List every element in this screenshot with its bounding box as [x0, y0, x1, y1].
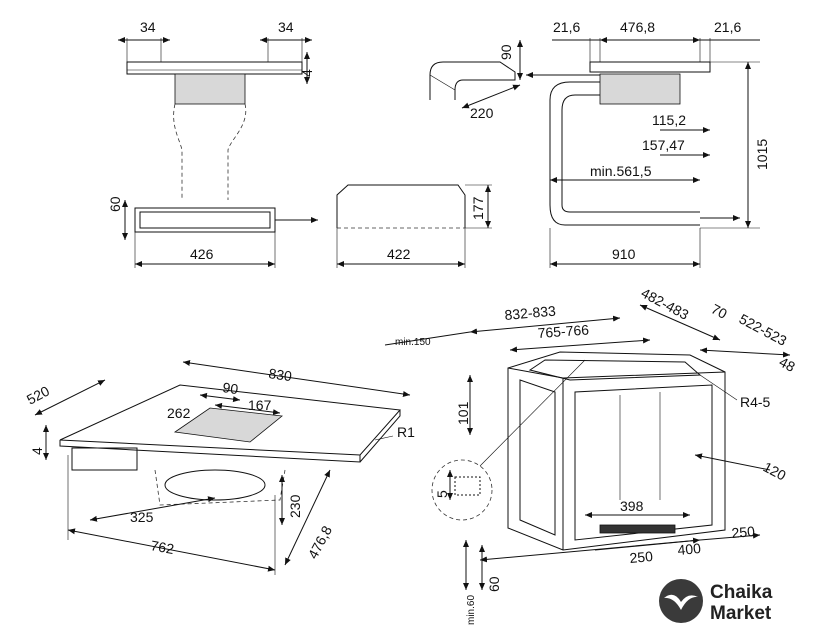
bottom-right-view: min.150 min.150 832-833 765-766 482-483 …	[384, 285, 798, 625]
motor-fan	[164, 469, 266, 501]
dim-522-523: 522-523	[737, 311, 790, 349]
dim-120: 120	[761, 459, 789, 484]
top-middle-view: 90 220 177 422	[336, 40, 600, 268]
cabinet-outline	[507, 351, 726, 551]
radius-r1: R1	[397, 424, 415, 440]
logo-line2: Market	[710, 603, 772, 624]
motor-unit	[174, 73, 246, 105]
elbow-duct	[429, 61, 516, 100]
top-right-view: 21,6 476,8 21,6 1015 115,2 157,47 min.56…	[549, 19, 770, 268]
dim-520: 520	[24, 382, 52, 407]
motor-housing	[336, 184, 466, 228]
dim-250-left: 250	[629, 548, 654, 566]
dim-60-bottom: 60	[486, 576, 502, 592]
dim-min-561-5: min.561,5	[590, 163, 652, 179]
hob-slab-right	[589, 61, 711, 73]
dim-832-833: 832-833	[504, 303, 557, 323]
plinth-grille	[599, 524, 676, 534]
dim-250-right: 250	[731, 523, 756, 541]
dim-177: 177	[470, 196, 486, 220]
dim-21-6-right: 21,6	[714, 19, 741, 35]
dim-90-vent: 90	[222, 379, 240, 397]
detail-section	[454, 476, 481, 496]
chaika-market-logo: Chaika Market	[659, 579, 773, 624]
detail-circle	[431, 459, 493, 521]
dim-115-2: 115,2	[652, 112, 686, 128]
logo-line1: Chaika	[710, 582, 773, 603]
dim-220: 220	[470, 105, 494, 121]
dim-34-right: 34	[278, 19, 294, 35]
dim-398: 398	[620, 498, 644, 514]
dim-762: 762	[149, 537, 175, 557]
dim-230: 230	[287, 494, 303, 518]
dim-90-elbow: 90	[498, 44, 514, 60]
motor-unit-right	[599, 73, 681, 105]
bottom-left-view: 520 830 90 262 167 R1 4 230 325 762 476,…	[24, 360, 415, 575]
dim-min-150: min.150	[395, 337, 431, 348]
dim-422: 422	[387, 246, 411, 262]
dim-4-left: 4	[29, 447, 45, 455]
dim-476-8-bottom: 476,8	[305, 523, 336, 562]
dim-325: 325	[130, 509, 154, 525]
dim-48: 48	[777, 354, 798, 376]
dim-5: 5	[434, 490, 450, 498]
dim-min-60: min.60	[466, 595, 477, 625]
dim-157-47: 157,47	[642, 137, 685, 153]
hob-slab	[126, 61, 303, 75]
dim-60: 60	[107, 196, 123, 212]
cutout-opening	[528, 359, 702, 381]
dim-910: 910	[612, 246, 636, 262]
duct-path	[549, 81, 700, 226]
logo-gull-icon	[659, 579, 703, 623]
dim-262: 262	[167, 405, 191, 421]
dim-4: 4	[299, 69, 315, 77]
dim-476-8: 476,8	[620, 19, 655, 35]
dim-400: 400	[677, 540, 702, 558]
dim-167: 167	[248, 397, 272, 413]
dim-101: 101	[455, 401, 471, 425]
dim-830: 830	[268, 365, 294, 384]
dim-21-6-left: 21,6	[553, 19, 580, 35]
dim-765-766: 765-766	[537, 321, 590, 341]
dim-426: 426	[190, 246, 214, 262]
dim-70: 70	[709, 301, 730, 323]
dim-1015: 1015	[754, 139, 770, 170]
vent-grille	[173, 407, 283, 443]
radius-r4-5: R4-5	[740, 394, 771, 410]
top-left-view: 34 34 4 60 426	[107, 19, 318, 268]
dim-482-483: 482-483	[639, 285, 692, 323]
dim-34-left: 34	[140, 19, 156, 35]
